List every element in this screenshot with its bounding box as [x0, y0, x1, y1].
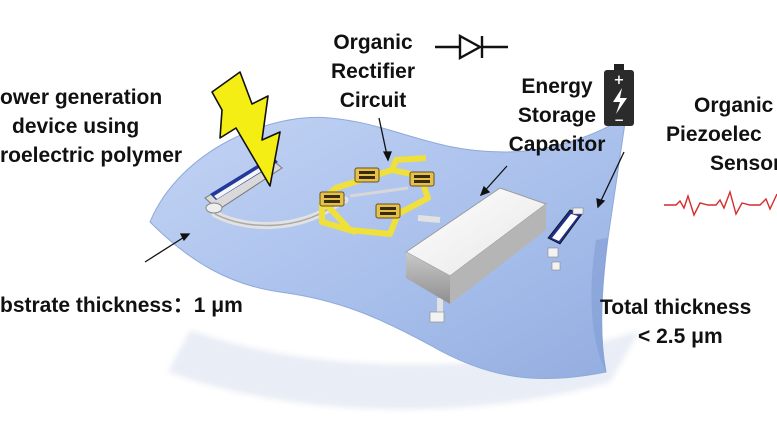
total-thickness-line-2: < 2.5 μm [638, 325, 723, 348]
sensor-line-3: Sensor [710, 152, 777, 175]
capacitor-line-1: Energy [521, 75, 593, 98]
sensor-line-1: Organic [694, 94, 774, 117]
power-generation-line-3: roelectric polymer [0, 144, 183, 167]
svg-text:+: + [614, 73, 625, 88]
svg-text:−: − [614, 113, 624, 127]
pulse-signal-icon [664, 189, 777, 217]
power-generation-line-1: ower generation [0, 86, 163, 109]
substrate-thickness-label: bstrate thickness：1 μm [0, 294, 243, 317]
rectifier-line-1: Organic [333, 31, 413, 54]
total-thickness-line-1: Total thickness [600, 296, 752, 319]
lightning-bolt-icon [211, 71, 281, 187]
capacitor-wire [417, 215, 441, 223]
capacitor-label: Energy Storage Capacitor [502, 72, 612, 159]
piezoelectric-sensor [547, 207, 584, 271]
rectifier-line-3: Circuit [339, 89, 407, 112]
rectifier-label: Organic Rectifier Circuit [318, 28, 428, 115]
diode-symbol-icon [435, 33, 508, 61]
total-thickness-label: Total thickness < 2.5 μm [596, 293, 777, 351]
capacitor-pad [429, 311, 445, 323]
power-generation-label: ower generation device using roelectric … [0, 83, 210, 170]
pointer-arrows [144, 117, 625, 263]
sensor-label: Organic Piezoelec Sensor [666, 91, 777, 178]
capacitor-line-2: Storage [517, 104, 597, 127]
rectifier-wiring [319, 155, 431, 237]
rectifier-chips [319, 167, 435, 219]
rectifier-line-2: Rectifier [330, 60, 416, 83]
substrate-shadow [168, 330, 640, 410]
energy-storage-capacitor [405, 187, 548, 304]
substrate-fold-shading [591, 238, 608, 372]
battery-icon: + − [604, 64, 634, 127]
capacitor-line-3: Capacitor [508, 133, 606, 156]
sensor-line-2: Piezoelec [666, 123, 762, 146]
power-generation-line-2: device using [12, 115, 140, 138]
